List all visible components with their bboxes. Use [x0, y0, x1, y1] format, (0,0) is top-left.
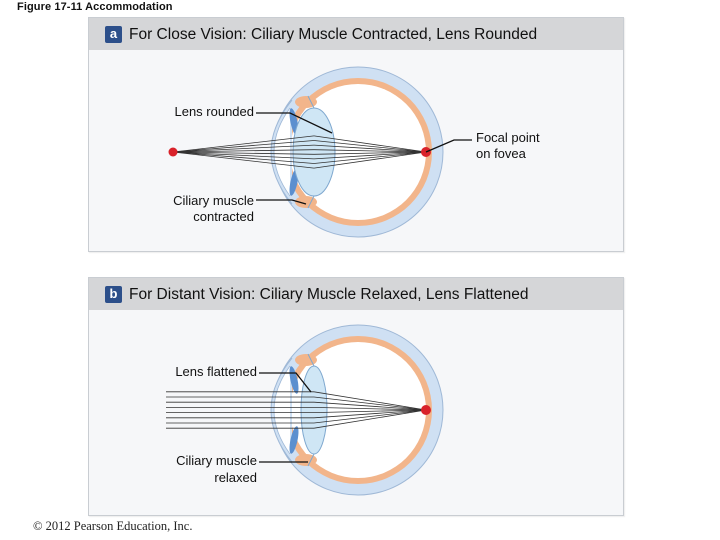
ciliary-muscle-top [295, 354, 317, 366]
panel-header: b For Distant Vision: Ciliary Muscle Rel… [89, 278, 623, 310]
light-ray [313, 144, 427, 153]
light-ray [313, 391, 427, 411]
light-ray [313, 151, 427, 160]
label-ciliary-line1: Ciliary muscle [148, 193, 254, 209]
light-ray [172, 151, 315, 155]
label-leader-line [259, 372, 312, 393]
panel-letter-badge: a [105, 26, 122, 43]
light-ray [172, 144, 315, 153]
anterior-chamber [273, 107, 291, 197]
label-leader-line [256, 112, 333, 134]
light-ray [172, 135, 315, 153]
label-focal-point-line1: Focal point [476, 130, 540, 146]
ligament-bottom [307, 195, 315, 209]
light-ray [313, 409, 427, 429]
label-lens-flattened: Lens flattened [150, 364, 257, 380]
lens [292, 107, 336, 197]
light-ray [313, 407, 427, 411]
light-ray [313, 151, 427, 164]
light-ray [172, 140, 315, 153]
light-ray [172, 151, 315, 164]
iris-bottom [289, 426, 299, 454]
light-ray [313, 135, 427, 153]
label-ciliary-line2: contracted [148, 209, 254, 225]
vitreous-body [290, 342, 426, 478]
panel-heading: For Distant Vision: Ciliary Muscle Relax… [129, 286, 529, 303]
light-ray [172, 149, 315, 153]
label-ciliary-line2: relaxed [150, 470, 257, 486]
light-ray [172, 151, 315, 169]
figure-title: Figure 17-11 Accommodation [17, 1, 173, 13]
label-focal-point-line2: on fovea [476, 146, 526, 162]
light-ray [172, 151, 315, 160]
light-ray [313, 149, 427, 153]
ciliary-muscle-top [295, 96, 317, 108]
panel-heading: For Close Vision: Ciliary Muscle Contrac… [129, 26, 538, 43]
label-lens-rounded: Lens rounded [150, 104, 254, 120]
panel-letter-badge: b [105, 286, 122, 303]
focal-point [421, 405, 431, 415]
light-ray [313, 140, 427, 153]
light-ray [313, 151, 427, 155]
light-ray [313, 409, 427, 424]
lens [300, 365, 328, 455]
object-point [168, 147, 178, 157]
copyright-notice: © 2012 Pearson Education, Inc. [33, 519, 193, 533]
light-ray [313, 151, 427, 169]
label-leader-line [425, 139, 472, 153]
anterior-chamber [273, 365, 291, 455]
label-ciliary-line1: Ciliary muscle [150, 453, 257, 469]
light-ray [313, 401, 427, 411]
light-ray [313, 409, 427, 419]
panel-header: a For Close Vision: Ciliary Muscle Contr… [89, 18, 623, 50]
light-ray [313, 409, 427, 413]
ligament-bottom [307, 453, 315, 467]
ligament-top [307, 95, 315, 109]
ligament-top [307, 353, 315, 367]
label-leader-line [256, 199, 307, 205]
ciliary-muscle-bottom [295, 196, 317, 208]
ciliary-muscle-bottom [295, 454, 317, 466]
light-ray [313, 396, 427, 411]
